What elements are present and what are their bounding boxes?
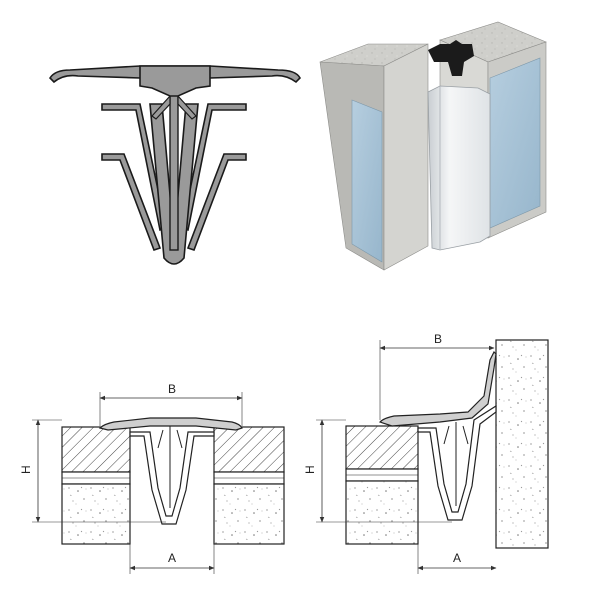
left-concrete-block: [61, 483, 131, 545]
profile-barb-right: [177, 94, 197, 120]
wall-joint-section: B H A: [303, 332, 549, 574]
left-dim-a-label: A: [168, 551, 176, 565]
right-hatched-layer: [213, 426, 285, 473]
wall-barbs: [443, 425, 469, 445]
wall-v-insert: [417, 404, 497, 521]
wall-hatched-layer: [345, 425, 419, 470]
floor-barbs: [157, 429, 183, 449]
right-dim-a-label: A: [453, 551, 461, 565]
joint-3d-render: [319, 21, 547, 271]
right-concrete-block: [213, 483, 285, 545]
left-insulation: [351, 99, 383, 263]
right-insulation: [489, 57, 541, 229]
wall-floor-concrete: [345, 480, 419, 545]
left-dim-h-label: H: [19, 465, 33, 474]
profile-barb-left: [151, 94, 171, 120]
wall-cover-angle: [378, 350, 497, 427]
floor-joint-section: B H A: [19, 382, 285, 574]
vertical-wall: [495, 339, 549, 549]
profile-center-head: [139, 65, 211, 97]
profile-arm-lower-right: [186, 153, 247, 252]
profile-v-body: [149, 103, 199, 265]
right-dim-b-label: B: [434, 332, 442, 346]
black-profile-top: [428, 40, 474, 76]
profile-stem: [169, 79, 179, 251]
floor-v-insert: [129, 431, 215, 525]
profile-cross-section: [48, 65, 301, 265]
floor-cover-flange: [98, 417, 243, 431]
left-dim-b-label: B: [168, 382, 176, 396]
profile-arm-lower-left: [101, 153, 162, 252]
cover-strip: [427, 85, 491, 251]
left-hatched-layer: [61, 426, 131, 473]
left-wall-front: [383, 43, 429, 271]
right-dim-h-label: H: [303, 465, 317, 474]
